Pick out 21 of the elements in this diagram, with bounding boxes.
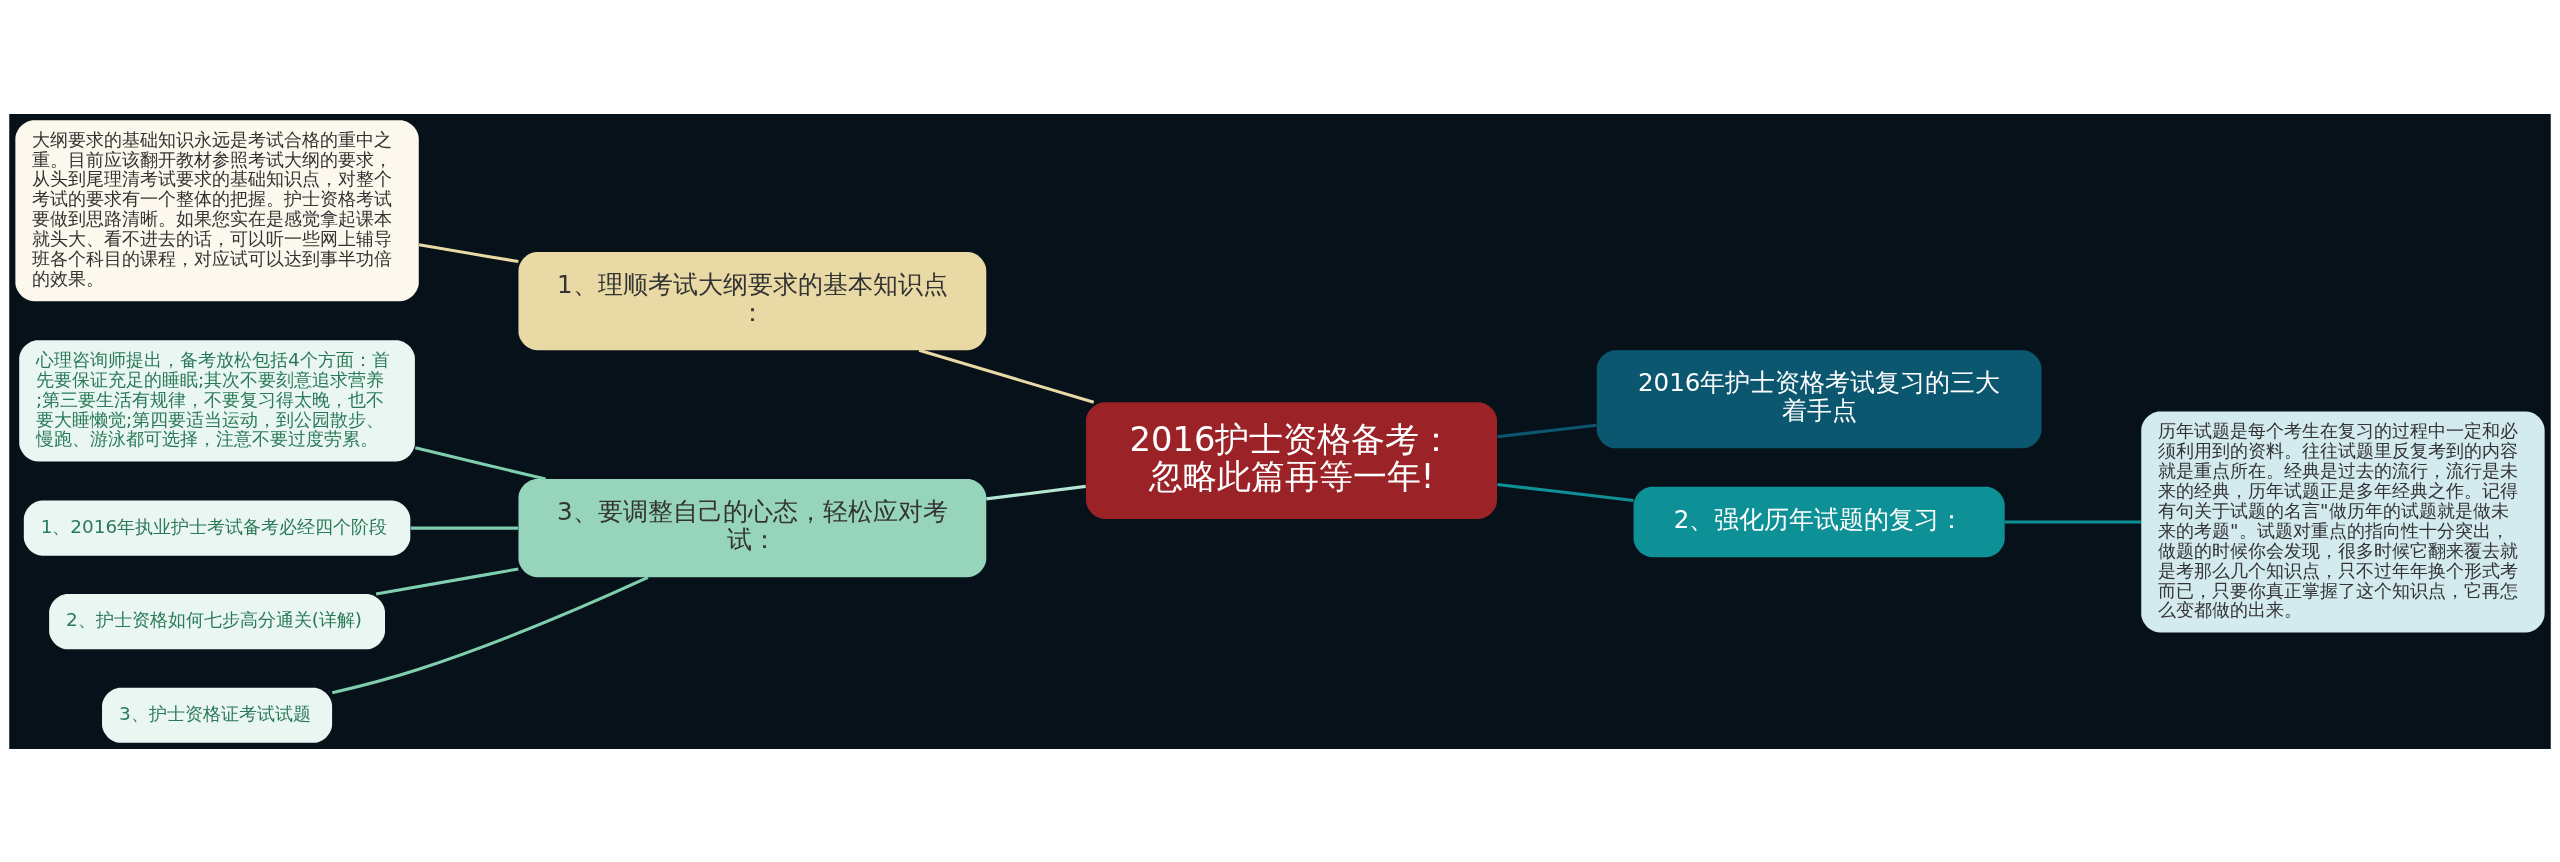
connector (375, 567, 519, 596)
node-box: 2、强化历年试题的复习： (1633, 486, 2005, 557)
node-box: 心理咨询师提出，备考放松包括4个方面：首先要保证充足的睡眠;其次不要刻意追求营养;第三要生活有规律，不要复习得太晚，也不要大睡懒觉;第四要适当运动，到公园散步、慢跑、游泳都可选择，注意不要过度劳累。 (19, 339, 415, 461)
connector (331, 575, 649, 694)
connector (418, 242, 519, 263)
connector (414, 445, 546, 481)
node-box: 2、护士资格如何七步高分通关(详解) (49, 593, 385, 649)
node-box: 2016护士资格备考：忽略此篇再等一年! (1085, 401, 1498, 519)
connector (1497, 482, 1634, 502)
connector (2005, 519, 2141, 524)
node-box: 历年试题是每个考生在复习的过程中一定和必须利用到的资料。往往试题里反复考到的内容就是重点所在。经典是过去的流行，流行是未来的经典，历年试题正是多年经典之作。记得有句关于试题的名言"做历年的试题就是做未来的考题"。试题对重点的指向性十分突出，做题的时候你会发现，很多时候它翻来覆去就是考那么几个知识点，只不过年年换个形式考而已，只要你真正掌握了这个知识点，它再怎么变都做的出来。 (2141, 411, 2545, 632)
node-box: 1、2016年执业护士考试备考必经四个阶段 (23, 500, 411, 556)
node-box: 1、理顺考试大纲要求的基本知识点： (518, 251, 987, 350)
node-box: 2016年护士资格考试复习的三大着手点 (1596, 349, 2042, 448)
node-box: 大纲要求的基础知识永远是考试合格的重中之重。目前应该翻开教材参照考试大纲的要求，从头到尾理清考试要求的基础知识点，对整个考试的要求有一个整体的把握。护士资格考试要做到思路清晰。如果您实在是感觉拿起课本就头大、看不进去的话，可以听一些网上辅导班各个科目的课程，对应试可以达到事半功倍的效果。 (15, 119, 419, 301)
connector (918, 348, 1095, 404)
connector (1497, 423, 1597, 438)
connector (410, 526, 519, 530)
connector (986, 484, 1086, 500)
node-box: 3、护士资格证考试试题 (102, 687, 333, 743)
node-box: 3、要调整自己的心态，轻松应对考试： (518, 478, 987, 577)
